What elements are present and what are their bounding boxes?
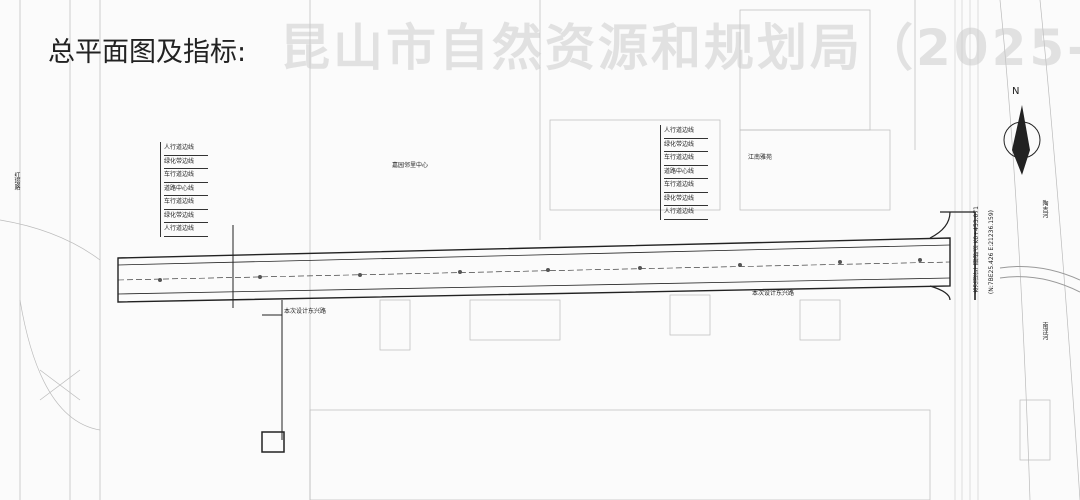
residential-label: 江南雅苑 xyxy=(748,154,773,161)
end-point-label: 本次设计工程终点 K0+453.071 xyxy=(973,206,980,294)
road-label-right: 本次设计东兴路 xyxy=(752,290,795,297)
river-bottom-label: 南浮河 xyxy=(1041,322,1048,340)
page-title: 总平面图及指标: xyxy=(48,37,247,68)
station-markers xyxy=(158,258,922,282)
legend-item: 绿化带边线 xyxy=(664,193,708,206)
river-top-label: 陶吉河 xyxy=(1041,200,1048,218)
legend-item: 车行道边线 xyxy=(164,196,208,210)
end-coords-label: (N:7BE25.426 E:21236.159) xyxy=(988,210,995,295)
legend-item: 绿化带边线 xyxy=(164,210,208,223)
legend-left: 人行道边线 绿化带边线 车行道边线 道路中心线 车行道边线 绿化带边线 人行道边… xyxy=(160,142,208,237)
legend-item: 人行道边线 xyxy=(164,223,208,237)
road-alignment xyxy=(117,211,1080,453)
legend-item: 车行道边线 xyxy=(164,169,208,183)
legend-item: 绿化带边线 xyxy=(164,156,208,169)
north-arrow-icon xyxy=(1003,105,1041,175)
legend-item: 绿化带边线 xyxy=(664,139,708,152)
north-label: N xyxy=(1012,86,1020,97)
legend-item: 人行道边线 xyxy=(664,206,708,220)
legend-right: 人行道边线 绿化带边线 车行道边线 道路中心线 车行道边线 绿化带边线 人行道边… xyxy=(660,125,708,220)
road-label-left: 本次设计东兴路 xyxy=(284,308,327,315)
watermark: 昆山市自然资源和规划局（2025-6 xyxy=(280,19,1080,77)
neighborhood-center-label: 嘉园邻里中心 xyxy=(392,162,429,169)
vertical-road-lines xyxy=(954,0,979,500)
legend-item: 人行道边线 xyxy=(664,125,708,139)
legend-item: 车行道边线 xyxy=(664,152,708,166)
legend-item: 道路中心线 xyxy=(664,166,708,179)
legend-item: 车行道边线 xyxy=(664,179,708,193)
left-road-label: 红塔路 xyxy=(13,172,20,190)
legend-item: 人行道边线 xyxy=(164,142,208,156)
legend-item: 道路中心线 xyxy=(164,183,208,196)
